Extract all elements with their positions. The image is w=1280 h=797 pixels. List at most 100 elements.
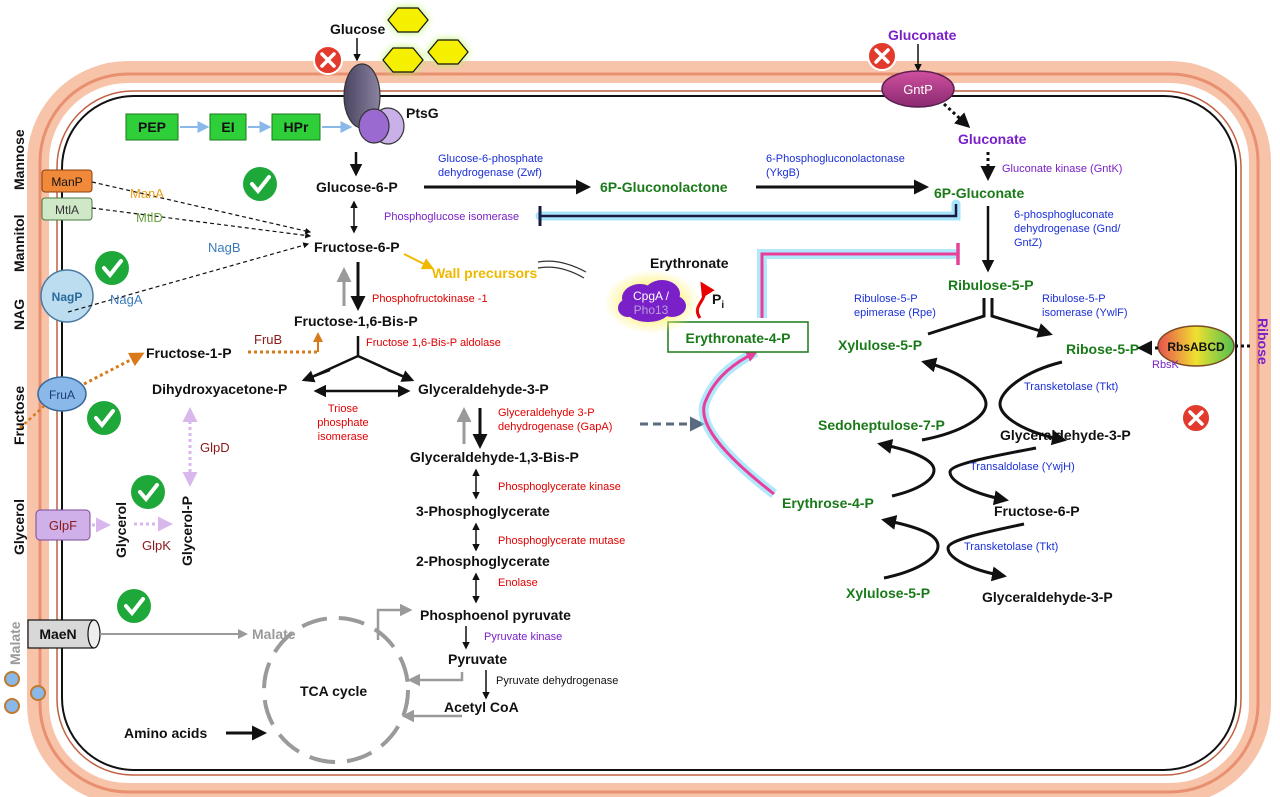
- nagb-label: NagB: [208, 240, 241, 255]
- rpe-label-2: epimerase (Rpe): [854, 307, 936, 319]
- aldolase-label: Fructose 1,6-Bis-P aldolase: [366, 337, 501, 349]
- gnd-label-2: dehydrogenase (Gnd/: [1014, 223, 1121, 235]
- mtla-transporter: [41, 197, 93, 221]
- frub-label: FruB: [254, 332, 282, 347]
- pg2-label: 2-Phosphoglycerate: [416, 553, 550, 569]
- glucose6p-label: Glucose-6-P: [316, 179, 398, 195]
- glycerol-label: Glycerol: [11, 499, 27, 555]
- mtla-label: MtlA: [55, 203, 79, 217]
- pgk-label: Phosphoglycerate kinase: [498, 481, 621, 493]
- gapa-label-2: dehydrogenase (GapA): [498, 421, 612, 433]
- g13bp-label: Glyceraldehyde-1,3-Bis-P: [410, 449, 579, 465]
- erythronate-label: Erythronate: [650, 255, 729, 271]
- tca-cycle-circle: [262, 616, 410, 764]
- ywjh-label: Transaldolase (YwjH): [970, 461, 1075, 473]
- blocked-cross-icon: [313, 45, 343, 75]
- pyruvate-label: Pyruvate: [448, 651, 507, 667]
- cpga-label-1: CpgA /: [633, 289, 670, 303]
- erythronate4p-inhibition-line: [760, 252, 958, 318]
- tca-label: TCA cycle: [300, 683, 367, 699]
- check-icon: [243, 167, 277, 201]
- tpi-label-2: phosphate: [317, 417, 368, 429]
- pdh-label: Pyruvate dehydrogenase: [496, 675, 618, 687]
- rpe-label-1: Ribulose-5-P: [854, 293, 918, 305]
- glpk-label: GlpK: [142, 538, 171, 553]
- mtld-label: MtlD: [136, 210, 163, 225]
- pep-metabolite-label: Phosphoenol pyruvate: [420, 607, 571, 623]
- manp-transporter: [41, 169, 93, 193]
- ykgb-label-1: 6-Phosphogluconolactonase: [766, 153, 905, 165]
- g3p-ppp-b-label: Glyceraldehyde-3-P: [982, 589, 1113, 605]
- naga-label: NagA: [110, 292, 143, 307]
- nagp-label: NagP: [52, 290, 83, 304]
- zwf-label-1: Glucose-6-phosphate: [438, 153, 543, 165]
- pyruvate-to-tca-arrow: [407, 672, 464, 687]
- ribose5p-label: Ribose-5-P: [1066, 341, 1139, 357]
- tca-to-pep-arrow: [376, 603, 413, 640]
- ru5p-split: [927, 298, 1050, 334]
- blocked-cross-icon: [1181, 403, 1211, 433]
- ribose-label: Ribose: [1255, 318, 1271, 365]
- check-icon: [131, 475, 165, 509]
- malate-outside-label: Malate: [7, 621, 23, 665]
- cpga-label-2: Pho13: [634, 303, 669, 317]
- ywlf-label-1: Ribulose-5-P: [1042, 293, 1106, 305]
- rbsk-label: RbsK: [1152, 359, 1180, 371]
- pi-label-main: P: [712, 291, 721, 307]
- nag-label: NAG: [11, 299, 27, 330]
- mtla-to-f6p: [91, 207, 312, 239]
- ei-box: [209, 113, 247, 141]
- aldolase-to-g3p: [387, 368, 415, 382]
- fructose16bp-label: Fructose-1,6-Bis-P: [294, 313, 418, 329]
- cpga-cloud: [618, 280, 686, 322]
- pep-box: [125, 113, 179, 141]
- sedoheptulose7p-label: Sedoheptulose-7-P: [818, 417, 945, 433]
- blocked-cross-icon: [867, 41, 897, 71]
- pi-label: Pi: [712, 291, 724, 311]
- glpf-transporter: [35, 509, 91, 541]
- maen-transporter: [27, 619, 101, 649]
- wall-squiggle: [537, 260, 587, 279]
- rbsabcd-label: RbsABCD: [1167, 340, 1225, 354]
- fructose-label: Fructose: [11, 386, 27, 445]
- nagp-transporter: [40, 269, 94, 323]
- check-icon: [87, 401, 121, 435]
- gluconate-inside-label: Gluconate: [958, 131, 1027, 147]
- xylulose5p-b-label: Xylulose-5-P: [846, 585, 930, 601]
- aldolase-to-dhap: [301, 368, 331, 383]
- erythronate4p-box: [667, 321, 809, 353]
- mana-label: ManA: [130, 186, 164, 201]
- glucose-label: Glucose: [330, 21, 385, 37]
- g3p-ppp-a-label: Glyceraldehyde-3-P: [1000, 427, 1131, 443]
- dhap-label: Dihydroxyacetone-P: [152, 381, 287, 397]
- frua-label: FruA: [49, 388, 75, 402]
- check-icon: [117, 589, 151, 623]
- hpr-label: HPr: [284, 119, 309, 135]
- ei-label: EI: [221, 119, 234, 135]
- erythrose4p-label: Erythrose-4-P: [782, 495, 874, 511]
- pg3-label: 3-Phosphoglycerate: [416, 503, 550, 519]
- gntp-transporter: [881, 70, 955, 108]
- enolase-label: Enolase: [498, 577, 538, 589]
- ribulose5p-label: Ribulose-5-P: [948, 277, 1034, 293]
- check-icon: [95, 251, 129, 285]
- frua-transporter: [37, 376, 87, 412]
- glucose-hexagons: [382, 7, 469, 73]
- gapa-label-1: Glyceraldehyde 3-P: [498, 407, 595, 419]
- tkt1-label: Transketolase (Tkt): [1024, 381, 1118, 393]
- tkt2-label: Transketolase (Tkt): [964, 541, 1058, 553]
- pi-label-sub: i: [721, 300, 724, 311]
- gnd-label-1: 6-phosphogluconate: [1014, 209, 1114, 221]
- ykgb-label-2: (YkgB): [766, 167, 800, 179]
- pfk-label: Phosphofructokinase -1: [372, 293, 488, 305]
- manp-label: ManP: [51, 175, 82, 189]
- pgi-label: Phosphoglucose isomerase: [384, 211, 519, 223]
- f6p-to-wall-arrow: [403, 253, 435, 270]
- pgm-label: Phosphoglycerate mutase: [498, 535, 625, 547]
- mannitol-label: Mannitol: [11, 214, 27, 272]
- gluconate6p-label: 6P-Gluconate: [934, 185, 1024, 201]
- erythronate4p-label: Erythronate-4-P: [685, 330, 790, 346]
- frua-to-f1p: [83, 352, 145, 386]
- tpi-label-3: isomerase: [318, 431, 369, 443]
- pep-label: PEP: [138, 119, 166, 135]
